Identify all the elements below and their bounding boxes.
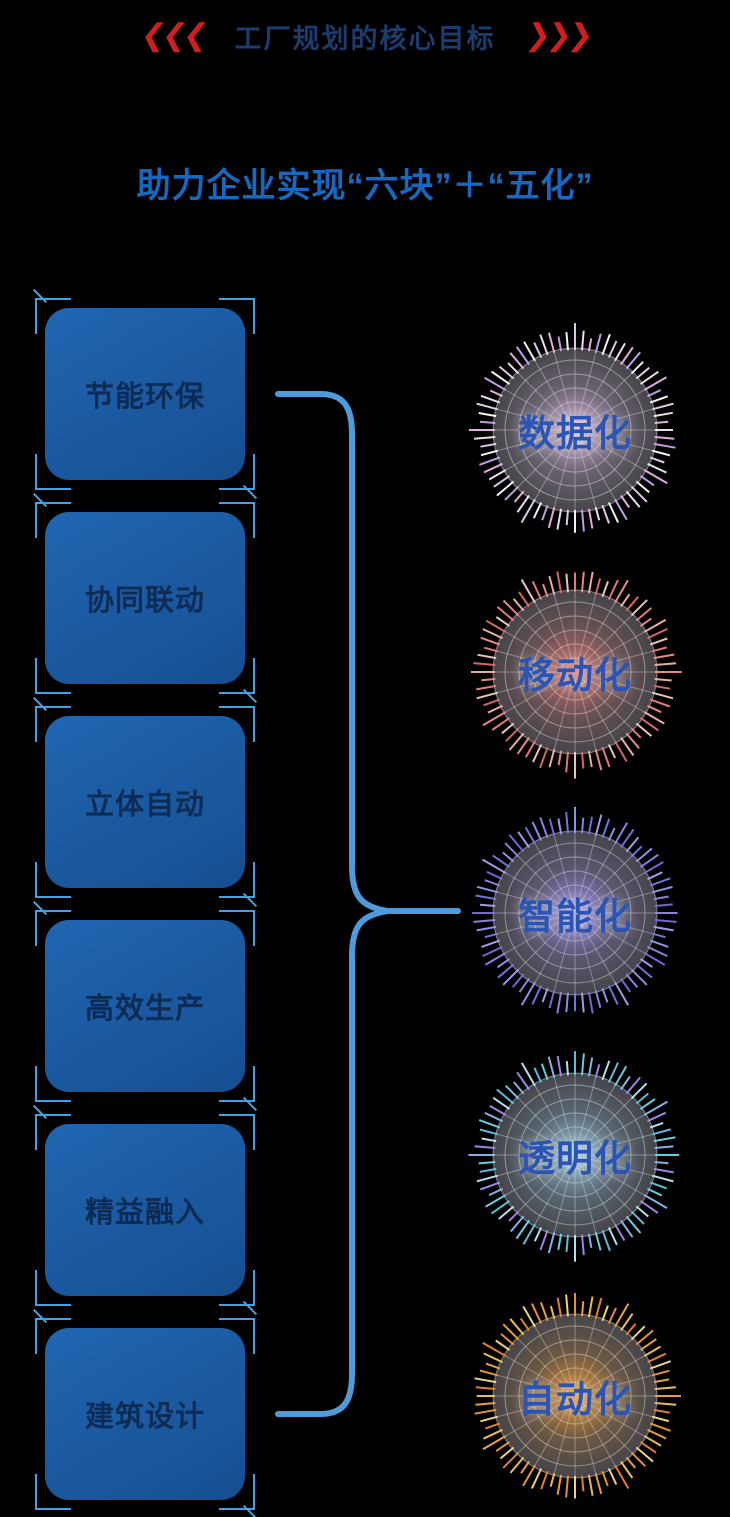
goal-box: 立体自动 <box>32 696 258 908</box>
subtitle: 助力企业实现“六块”＋“五化” <box>136 167 594 205</box>
goal-box: 节能环保 <box>32 288 258 500</box>
goal-box-body: 高效生产 <box>45 920 245 1092</box>
starburst-circle: 移动化 <box>457 554 693 790</box>
goal-box-body: 精益融入 <box>45 1124 245 1296</box>
goal-box-label: 协同联动 <box>84 585 205 617</box>
goal-box: 高效生产 <box>32 900 258 1112</box>
goal-box-label: 建筑设计 <box>84 1401 205 1433</box>
starburst-circle: 自动化 <box>457 1278 693 1514</box>
goal-box-label: 高效生产 <box>84 993 205 1025</box>
chevrons-left-icon: ❮❮❮ <box>138 19 207 52</box>
goal-box-label: 立体自动 <box>84 789 205 821</box>
starburst-graphic <box>472 806 678 1014</box>
starburst-label: 自动化 <box>518 1379 632 1420</box>
starburst-graphic <box>474 1293 681 1499</box>
starburst-graphic <box>468 1051 680 1262</box>
starburst-circle: 透明化 <box>457 1037 693 1273</box>
starburst-circle: 智能化 <box>457 795 693 1031</box>
goal-box-body: 立体自动 <box>45 716 245 888</box>
goal-box-body: 协同联动 <box>45 512 245 684</box>
goal-box-body: 节能环保 <box>45 308 245 480</box>
header: ❮❮❮ 工厂规划的核心目标 ❯❯❯ <box>0 10 730 62</box>
chevrons-right-icon: ❯❯❯ <box>523 19 592 52</box>
goal-box-body: 建筑设计 <box>45 1328 245 1500</box>
goal-box: 协同联动 <box>32 492 258 704</box>
starburst-label: 数据化 <box>518 413 632 454</box>
starburst-label: 透明化 <box>518 1138 632 1179</box>
starburst-label: 智能化 <box>518 896 632 937</box>
starburst-circle: 数据化 <box>457 312 693 548</box>
starburst-label: 移动化 <box>518 655 632 696</box>
page-title: 工厂规划的核心目标 <box>234 23 496 54</box>
starburst-graphic <box>468 323 676 533</box>
goal-box-label: 精益融入 <box>84 1197 205 1229</box>
goal-box: 建筑设计 <box>32 1308 258 1517</box>
goal-box-label: 节能环保 <box>84 381 205 413</box>
goal-box: 精益融入 <box>32 1104 258 1316</box>
starburst-graphic <box>471 571 682 779</box>
